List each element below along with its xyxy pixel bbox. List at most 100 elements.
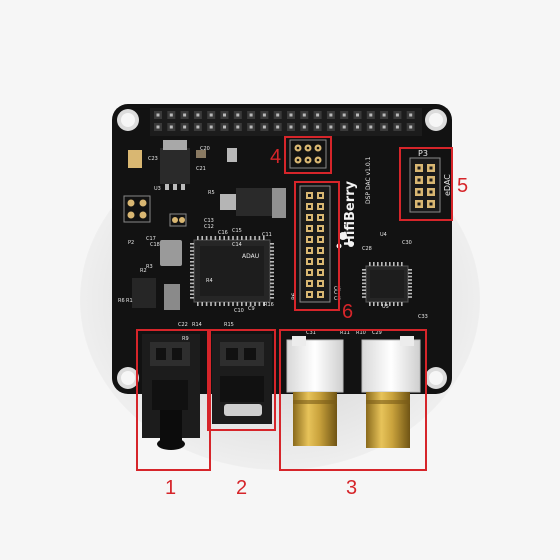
pcb-board xyxy=(112,104,452,394)
chip-pin xyxy=(190,268,194,270)
chip-pin xyxy=(270,250,274,252)
chip-pin xyxy=(389,302,391,306)
chip-pin xyxy=(362,289,366,291)
chip-pin xyxy=(210,236,212,240)
dsp-chip: ADAU xyxy=(190,236,274,306)
gpio-pin-tip xyxy=(262,113,266,117)
p6-pin-hole xyxy=(308,238,311,241)
gpio-header xyxy=(150,108,422,136)
gpio-pin-tip xyxy=(395,125,399,129)
gpio-pin-tip xyxy=(249,125,253,129)
chip-pin xyxy=(190,261,194,263)
gpio-pin-tip xyxy=(316,125,320,129)
gpio-pin-tip xyxy=(409,125,413,129)
p3-pin-hole xyxy=(417,166,421,170)
silk-designator: C29 xyxy=(372,330,382,336)
chip-pin xyxy=(381,262,383,266)
p6-pin-hole xyxy=(308,227,311,230)
chip-pin xyxy=(258,236,261,240)
gpio-pin-tip xyxy=(156,113,160,117)
chip-pin xyxy=(219,236,221,240)
p3-header xyxy=(409,157,441,213)
p6-pin-hole xyxy=(319,205,322,208)
chip-pin xyxy=(401,262,403,266)
gpio-pin-tip xyxy=(223,125,226,129)
silk-designator: R15 xyxy=(224,322,234,328)
silk-designator: C23 xyxy=(148,156,158,162)
gpio-pin-tip xyxy=(276,125,280,129)
chip-pin xyxy=(258,302,261,306)
p6-pin-hole xyxy=(319,238,322,241)
chip-pin xyxy=(362,279,366,281)
callout-box-2 xyxy=(207,329,276,431)
gpio-pin-tip xyxy=(276,113,280,117)
p3-pin-hole xyxy=(429,202,433,206)
p6-pin-hole xyxy=(308,216,311,219)
rca-right xyxy=(361,336,421,448)
chip-pin xyxy=(245,302,247,306)
p2-pads xyxy=(123,195,187,227)
gpio-pin-tip xyxy=(209,113,213,117)
p6-pin-hole xyxy=(319,216,322,219)
chip-pin xyxy=(362,286,366,288)
silk-designator: C28 xyxy=(362,246,372,252)
chip-pin xyxy=(241,236,243,240)
chip-pin xyxy=(362,282,366,285)
gpio-pin-tip xyxy=(289,113,293,117)
chip-pin xyxy=(369,302,371,306)
callout-number-4: 4 xyxy=(270,146,281,168)
silk-designator: C31 xyxy=(306,330,316,336)
gpio-pin-tip xyxy=(196,125,200,129)
chip-pin xyxy=(373,302,375,306)
chip-pin xyxy=(270,246,274,249)
chip-pin xyxy=(190,250,194,252)
gpio-pin-tip xyxy=(236,113,240,117)
gpio-pin-tip xyxy=(409,113,413,117)
silk-designator: R14 xyxy=(192,322,202,328)
callout-number-3: 3 xyxy=(346,477,357,499)
edac-label: eDAC xyxy=(443,174,452,196)
mounting-holes xyxy=(117,109,447,389)
chip-pin xyxy=(401,302,403,306)
chip-pin xyxy=(190,257,194,259)
p6-pin-hole xyxy=(308,293,311,296)
silk-designator: P2 xyxy=(128,240,134,246)
chip-pin xyxy=(408,275,412,278)
chip-pin xyxy=(369,262,371,266)
gpio-pin-tip xyxy=(183,125,187,129)
chip-pin xyxy=(385,302,387,306)
gpio-pin-tip xyxy=(302,125,306,129)
chip-pin xyxy=(205,236,208,240)
p3-pin-hole xyxy=(417,178,421,182)
gpio-pin-tip xyxy=(369,113,373,117)
silk-designator: C17 xyxy=(146,236,156,242)
silk-designator: C21 xyxy=(196,166,206,172)
chip-pin xyxy=(214,236,217,240)
chip-pin xyxy=(373,262,375,266)
gpio-pin-tip xyxy=(342,113,346,117)
chip-pin xyxy=(190,297,194,299)
gpio-pin-tip xyxy=(302,113,306,117)
chip-pin xyxy=(408,292,412,295)
gpio-pin-tip xyxy=(236,125,240,129)
board-model-label: DSP DAC v1.0.1 xyxy=(365,156,372,204)
pad-hole xyxy=(316,158,320,162)
gpio-pin-tip xyxy=(169,125,173,129)
gpio-pin-tip xyxy=(289,125,293,129)
chip-pin xyxy=(408,282,412,285)
chip-pin xyxy=(232,302,234,306)
chip-pin xyxy=(270,293,274,295)
chip-pin xyxy=(227,236,230,240)
chip-pin xyxy=(270,253,274,256)
chip-pin xyxy=(393,262,395,266)
pad-hole xyxy=(306,146,310,150)
gpio-pin-tip xyxy=(262,125,266,129)
gpio-pin-tip xyxy=(369,125,373,129)
chip-pin xyxy=(408,286,412,288)
callout-box-1 xyxy=(136,329,211,471)
silk-designator: C22 xyxy=(178,322,188,328)
callout-number-6: 6 xyxy=(342,301,353,323)
silk-designator: C11 xyxy=(262,232,272,238)
gpio-pin-tip xyxy=(196,113,200,117)
